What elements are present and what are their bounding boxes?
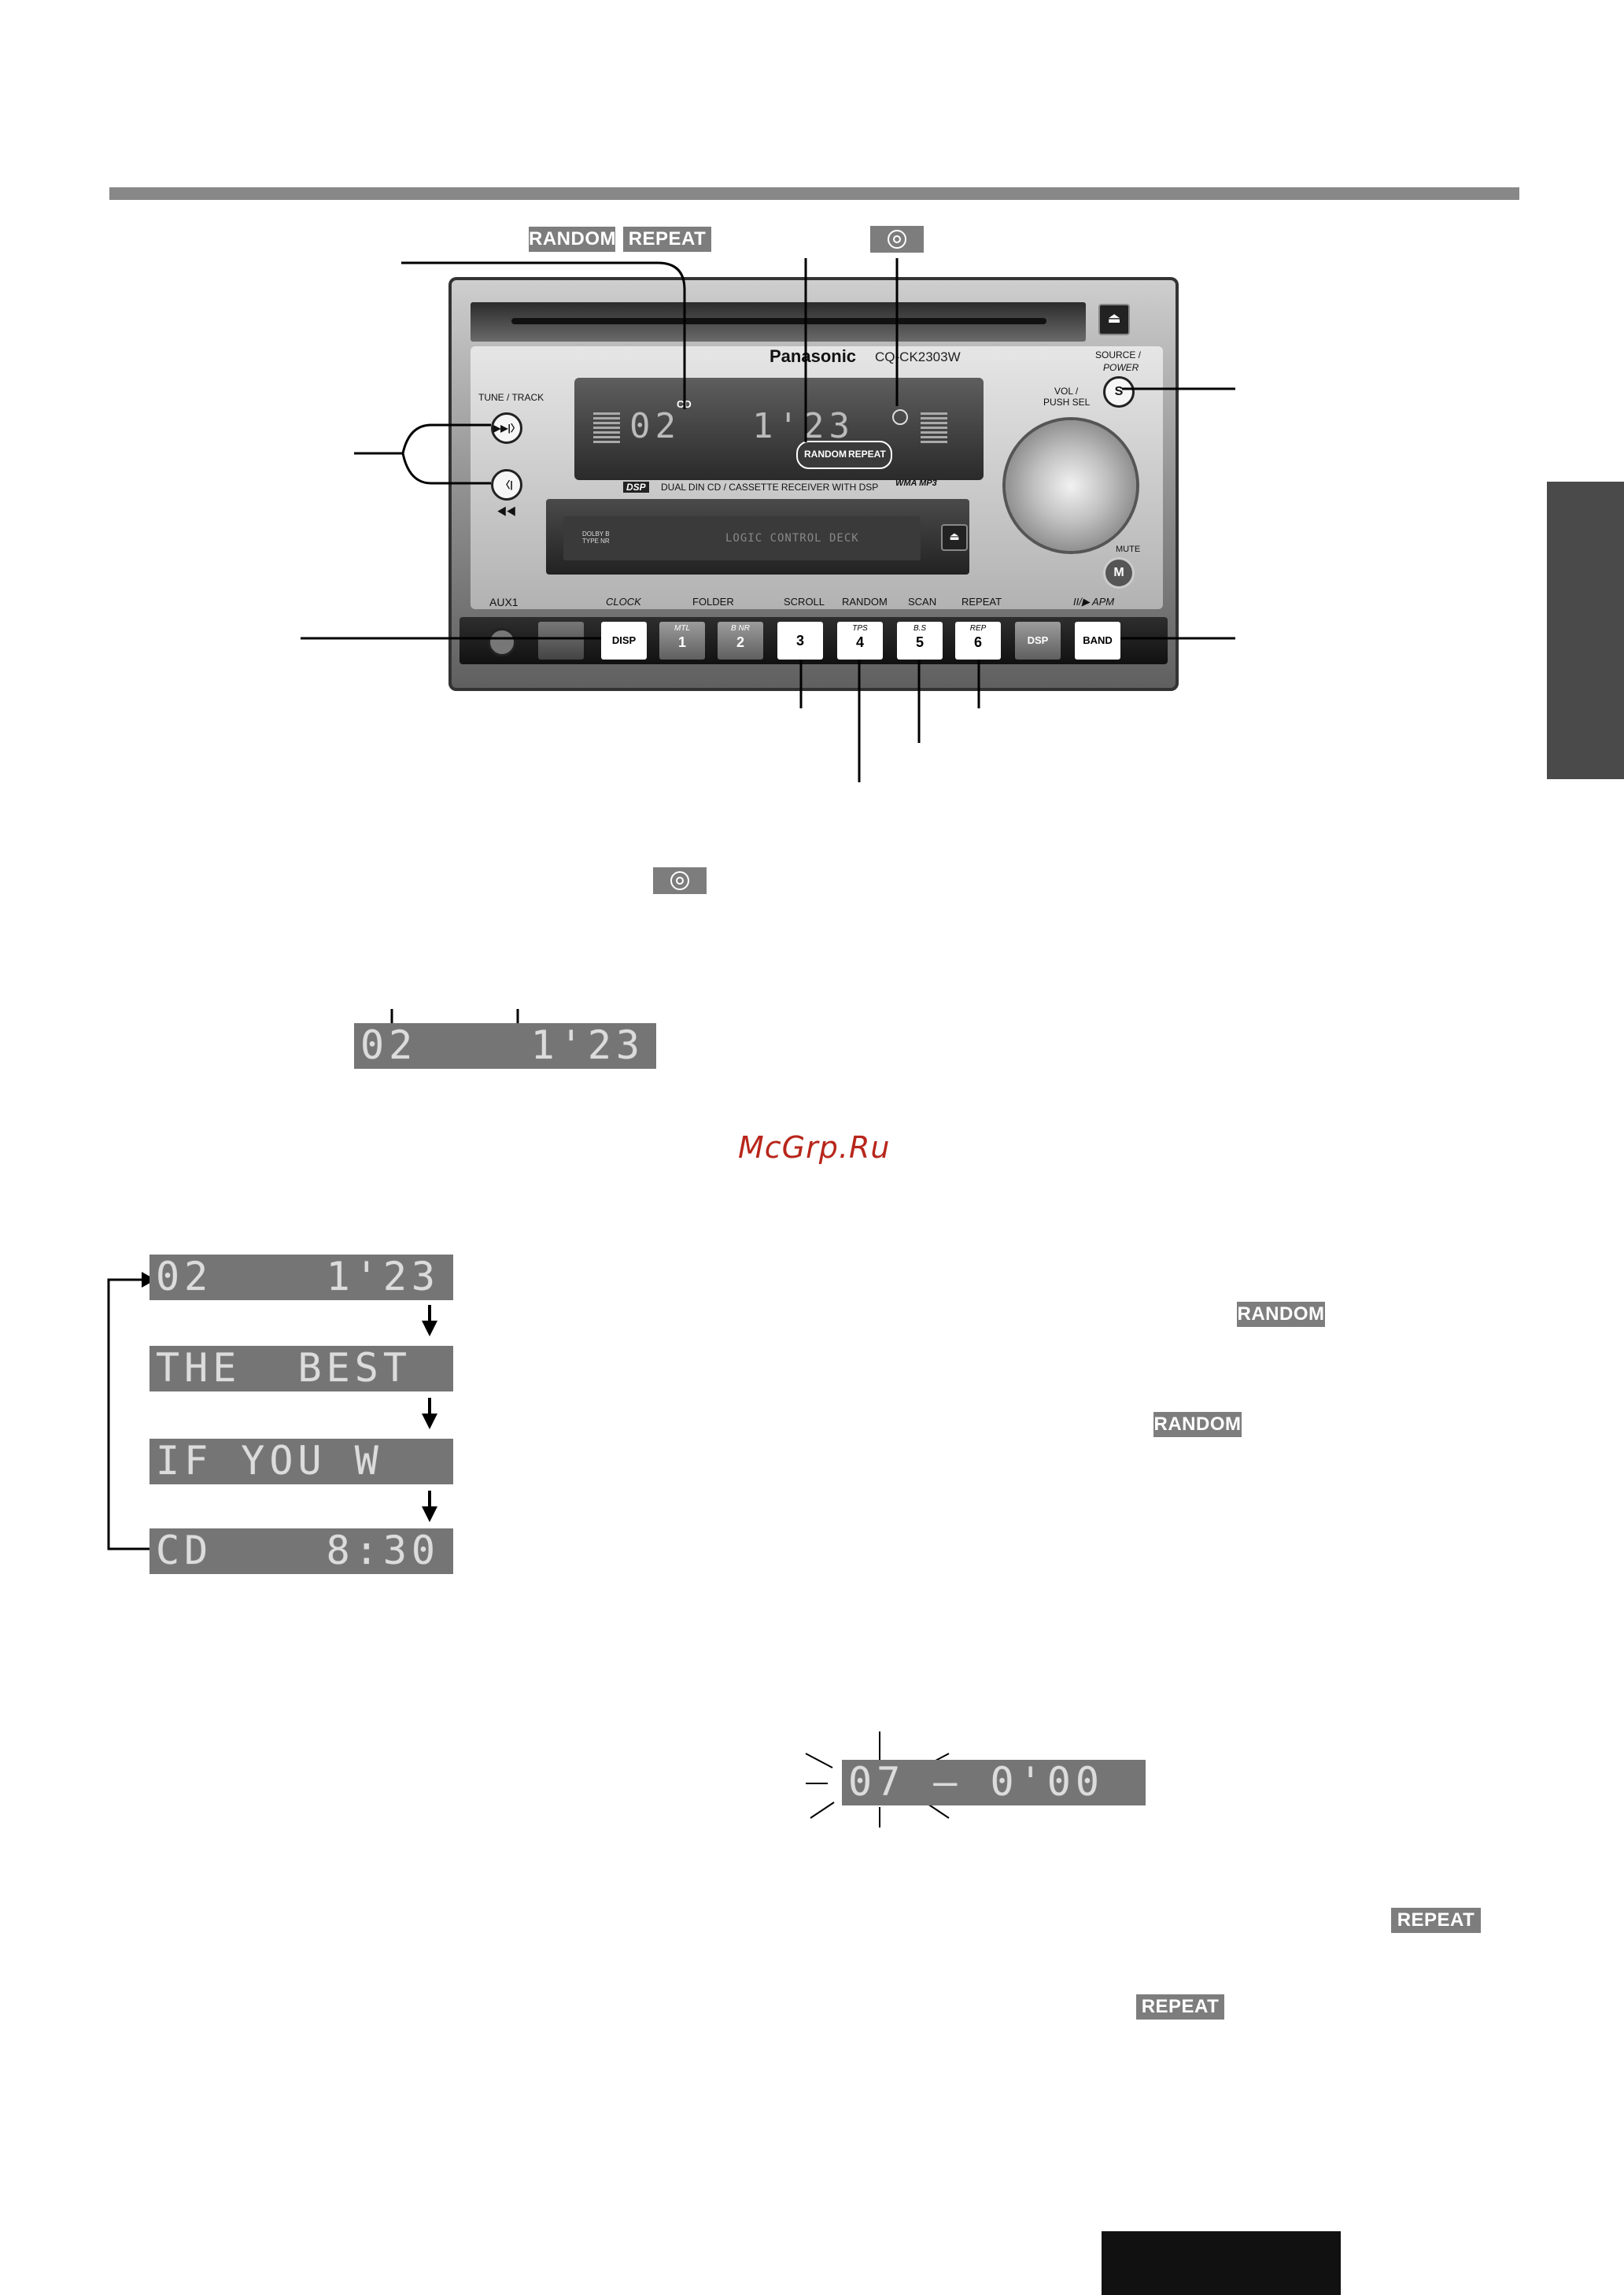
disc-icon-2 <box>670 871 689 890</box>
key-blank <box>538 622 584 660</box>
push-sel-label: PUSH SEL <box>1043 397 1091 408</box>
brand-logo: Panasonic <box>770 346 857 366</box>
watermark: McGrp.Ru <box>738 1130 891 1165</box>
down-arrow-2 <box>422 1414 437 1429</box>
key-2-sub: B NR <box>731 624 750 633</box>
window-random-label: RANDOM <box>804 449 847 460</box>
window-repeat-label: REPEAT <box>848 449 886 460</box>
cd-eject-icon[interactable]: ⏏ <box>1098 304 1130 335</box>
band-key-label: BAND <box>1083 634 1113 646</box>
clock-label: CLOCK <box>606 596 641 608</box>
dsp-logo: DSP <box>623 482 649 493</box>
side-tab <box>1547 482 1624 779</box>
prev-track-icon: 〈|◀◀ <box>496 479 516 517</box>
repeat-label: REPEAT <box>961 596 1002 608</box>
dsp-button[interactable]: DSP <box>1015 622 1061 660</box>
key-2-num: 2 <box>736 634 744 650</box>
down-arrow-1 <box>422 1321 437 1336</box>
format-logos: WMA MP3 <box>895 479 937 488</box>
random-badge: RANDOM <box>529 227 616 252</box>
volume-knob[interactable] <box>1006 420 1136 551</box>
page-number-box <box>1102 2231 1341 2295</box>
right-meter <box>921 412 947 444</box>
apm-label: II/▶ APM <box>1073 596 1115 608</box>
disc-badge <box>870 226 924 253</box>
blink-display: 07 — 0'00 <box>842 1760 1146 1805</box>
left-meter <box>593 412 620 444</box>
repeat-badge-2: REPEAT <box>1391 1908 1481 1933</box>
disc-icon <box>888 230 906 249</box>
disp-button[interactable]: DISP <box>601 622 647 660</box>
key-4-num: 4 <box>855 634 864 650</box>
random-badge-2: RANDOM <box>1237 1302 1325 1327</box>
random-repeat-indicator: RANDOM REPEAT <box>796 441 892 469</box>
key-3-num: 3 <box>795 633 804 649</box>
scan-label: SCAN <box>908 596 937 608</box>
source-power-button[interactable]: S <box>1103 376 1135 408</box>
display-window: 02 1'23 CD <box>574 378 984 480</box>
key-1-sub: MTL <box>674 624 690 633</box>
header-rule <box>109 187 1519 200</box>
power-label: POWER <box>1103 362 1139 373</box>
dolby-label: DOLBY B TYPE NR <box>582 530 610 545</box>
preset-3-button[interactable]: 3 <box>777 622 823 660</box>
down-arrow-1-stem <box>428 1305 431 1322</box>
cassette-door[interactable] <box>563 516 921 560</box>
disp-sequence-2: THE BEST <box>149 1346 453 1391</box>
disp-loop-line <box>107 1278 149 1550</box>
down-arrow-3-stem <box>428 1491 431 1508</box>
random-label: RANDOM <box>842 596 888 608</box>
key-5-sub: B.S <box>913 624 927 633</box>
cd-slot <box>511 318 1046 324</box>
tune-track-label: TUNE / TRACK <box>478 392 544 403</box>
key-4-sub: TPS <box>852 624 868 633</box>
next-track-icon: ▶▶|〉 <box>493 423 520 434</box>
disp-sequence-1: 02 1'23 <box>149 1255 453 1300</box>
window-track: 02 <box>629 406 681 446</box>
folder-label: FOLDER <box>692 596 734 608</box>
disp-sequence-3: IF YOU W <box>149 1439 453 1484</box>
prev-track-button[interactable]: 〈|◀◀ <box>491 469 522 517</box>
key-5-num: 5 <box>915 634 924 650</box>
next-track-button[interactable]: ▶▶|〉 <box>491 412 522 444</box>
mute-button[interactable]: M <box>1103 557 1135 589</box>
deck-label: LOGIC CONTROL DECK <box>725 532 859 545</box>
key-1-num: 1 <box>677 634 686 650</box>
down-arrow-2-stem <box>428 1398 431 1415</box>
source-label: SOURCE / <box>1095 349 1142 360</box>
callout-cd <box>401 261 686 409</box>
receiver-description: DUAL DIN CD / CASSETTE RECEIVER WITH DSP <box>661 482 879 493</box>
key-6-sub: REP <box>969 624 987 633</box>
dsp-key-label: DSP <box>1027 634 1049 646</box>
vol-label: VOL / <box>1054 386 1079 397</box>
disc-badge-2 <box>653 867 707 894</box>
scroll-label: SCROLL <box>784 596 825 608</box>
aux-label: AUX1 <box>489 596 519 608</box>
window-time: 1'23 <box>752 406 854 446</box>
callout-tune-track <box>354 423 491 485</box>
aux-jack <box>488 628 516 656</box>
window-disc-icon <box>892 409 908 425</box>
cassette-eject-icon[interactable]: ⏏ <box>941 524 968 551</box>
repeat-badge-3: REPEAT <box>1136 1994 1224 2020</box>
display-example: 02 1'23 <box>354 1023 656 1069</box>
band-button[interactable]: BAND <box>1075 622 1120 660</box>
mute-label: MUTE <box>1116 545 1141 554</box>
loop-arrowhead <box>142 1272 156 1288</box>
key-6-num: 6 <box>973 634 982 650</box>
repeat-badge: REPEAT <box>623 227 711 252</box>
random-badge-3: RANDOM <box>1153 1412 1242 1437</box>
disp-sequence-4: CD 8:30 <box>149 1528 453 1574</box>
disp-key-label: DISP <box>611 634 637 646</box>
down-arrow-3 <box>422 1506 437 1522</box>
